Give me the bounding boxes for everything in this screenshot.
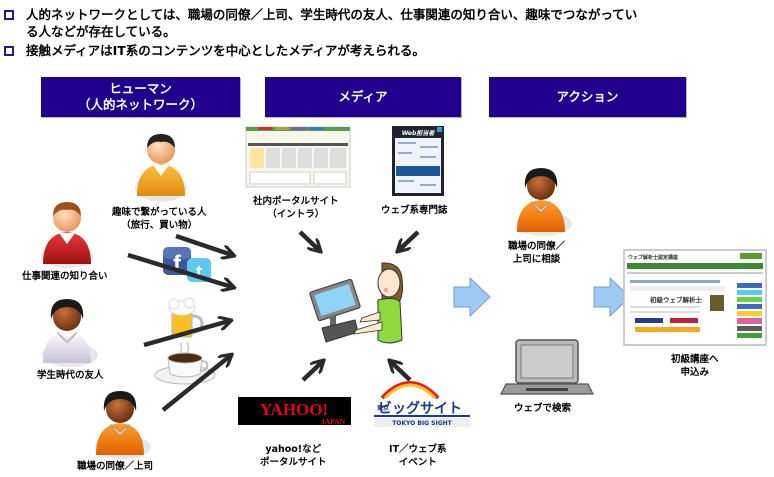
course-website-thumbnail: ウェブ解析士認定講座 初級ウェブ解析士 (623, 249, 767, 346)
yahoo-logo-subtext: JAPAN (321, 417, 346, 426)
header-human-title: ヒューマン (109, 81, 172, 96)
label-yahoo-line: yahoo!など (265, 444, 322, 455)
yahoo-logo-text: YAHOO! (260, 400, 328, 419)
flow-arrow-media-to-action (453, 276, 491, 318)
label-consult: 職場の同僚／ 上司に相談 (508, 240, 565, 266)
big-sight-en: TOKYO BIG SIGHT (392, 420, 452, 427)
bullet-text-line: 人的ネットワークとしては、職場の同僚／上司、学生時代の友人、仕事関連の知り合い、… (26, 7, 638, 22)
web-magazine-cover: Web担当者 (392, 126, 444, 196)
bullet-item-media: 接触メディアはIT系のコンテンツを中心としたメディアが考えられる。 (4, 42, 425, 59)
label-apply-line: 申込み (680, 367, 710, 378)
person-work-icon (41, 202, 93, 268)
big-sight-logo-text: ビッグサイト (378, 400, 462, 417)
label-hobby-line: （旅行、買い物） (121, 220, 198, 231)
label-intranet: 社内ポータルサイト （イントラ） (253, 195, 339, 221)
label-apply-line: 初級講座へ (671, 354, 719, 365)
label-intranet-line: （イントラ） (267, 209, 325, 220)
label-apply: 初級講座へ 申込み (671, 353, 719, 379)
square-bullet-icon (4, 10, 14, 20)
label-hobby: 趣味で繋がっている人 （旅行、買い物） (112, 206, 207, 232)
square-bullet-icon (4, 46, 14, 56)
label-event-line: IT／ウェブ系 (389, 444, 447, 455)
person-colleague-icon (95, 391, 151, 459)
person-student-icon (42, 299, 98, 367)
header-action-title: アクション (556, 89, 619, 104)
header-action: アクション (489, 77, 686, 117)
yahoo-japan-logo: YAHOO! JAPAN (238, 397, 351, 426)
coffee-cup-icon (154, 341, 216, 385)
media-arrows (298, 230, 420, 382)
header-media-title: メディア (338, 89, 388, 104)
label-event-line: イベント (398, 457, 437, 468)
arrow-colleague (161, 356, 230, 412)
label-hobby-line: 趣味で繋がっている人 (112, 207, 207, 218)
big-sight-jp: 東京 (377, 404, 389, 412)
arrow-intranet (298, 230, 319, 250)
label-magazine: ウェブ系専門誌 (381, 205, 448, 216)
left-arrows (127, 233, 232, 412)
label-search: ウェブで検索 (514, 403, 572, 414)
arrow-yahoo (301, 362, 322, 382)
intranet-portal-thumbnail (245, 126, 351, 188)
flow-arrow-to-apply (593, 276, 631, 318)
header-media: メディア (265, 77, 461, 117)
laptop-icon (500, 339, 594, 395)
bullet-text-line: 接触メディアはIT系のコンテンツを中心としたメディアが考えられる。 (26, 43, 425, 58)
label-intranet-line: 社内ポータルサイト (253, 196, 339, 207)
label-yahoo: yahoo!など ポータルサイト (260, 443, 327, 469)
header-human: ヒューマン （人的ネットワーク） (41, 77, 240, 117)
label-consult-line: 上司に相談 (512, 254, 561, 265)
bullet-text-line: る人などが存在している。 (26, 24, 176, 39)
site-sidebar-banners (737, 283, 762, 338)
header-human-subtitle: （人的ネットワーク） (77, 97, 203, 112)
bullet-item-network: 人的ネットワークとしては、職場の同僚／上司、学生時代の友人、仕事関連の知り合い、… (4, 6, 638, 40)
svg-text:f: f (173, 251, 182, 278)
site-header-text: ウェブ解析士認定講座 (628, 254, 678, 261)
svg-text:t: t (196, 262, 202, 282)
label-student: 学生時代の友人 (37, 370, 104, 381)
label-work: 仕事関連の知り合い (22, 271, 108, 282)
tokyo-big-sight-logo: 東京 ビッグサイト TOKYO BIG SIGHT (374, 381, 470, 427)
site-title-text: 初級ウェブ解析士 (650, 295, 703, 304)
label-yahoo-line: ポータルサイト (260, 457, 327, 468)
person-consult-icon (516, 168, 572, 236)
label-colleague: 職場の同僚／上司 (77, 461, 154, 472)
arrow-work (127, 252, 232, 287)
magazine-title: Web担当者 (402, 129, 436, 137)
arrow-magazine (399, 230, 420, 250)
woman-computer-icon (309, 262, 403, 344)
label-consult-line: 職場の同僚／ (508, 241, 566, 252)
arrow-hobby (175, 233, 232, 255)
label-event: IT／ウェブ系 イベント (389, 443, 447, 469)
person-hobby-icon (135, 134, 187, 202)
arrow-student (143, 321, 229, 348)
arrow-event (391, 362, 412, 382)
